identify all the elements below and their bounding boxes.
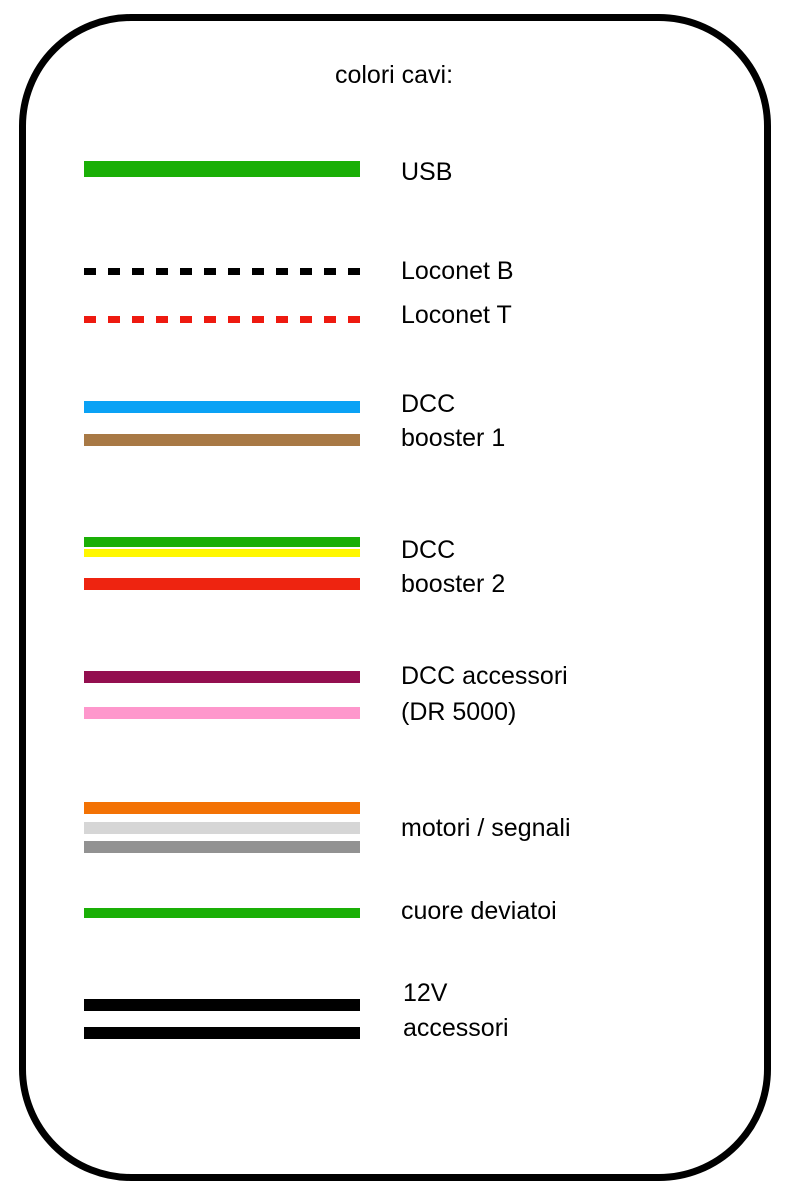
dcc-booster-2-label-line2: booster 2 [401,570,506,598]
12v-accessori-label-line2: accessori [403,1014,509,1042]
motori-segnali-grey-swatch [84,841,360,853]
12v-accessori-label-line1: 12V [403,979,448,1007]
motori-segnali-label: motori / segnali [401,814,571,842]
dcc-booster-1-brown-swatch [84,434,360,446]
usb-label: USB [401,158,453,186]
loconet-t-cable-swatch [84,316,362,323]
dcc-booster-1-label-line1: DCC [401,390,456,418]
loconet-b-label: Loconet B [401,257,514,285]
legend-card [19,14,771,1181]
dcc-booster-1-blue-swatch [84,401,360,413]
loconet-b-cable-swatch [84,268,362,275]
loconet-t-label: Loconet T [401,301,512,329]
legend-title: colori cavi: [334,61,454,89]
cuore-deviatoi-swatch [84,908,360,918]
motori-segnali-orange-swatch [84,802,360,814]
dcc-booster-2-red-swatch [84,578,360,590]
dcc-booster-1-label-line2: booster 1 [401,424,506,452]
12v-accessori-swatch-2 [84,1027,360,1039]
usb-cable-swatch [84,161,360,177]
dcc-accessori-purple-swatch [84,671,360,683]
dcc-accessori-label-line1: DCC accessori [401,662,568,690]
dcc-accessori-pink-swatch [84,707,360,719]
dcc-accessori-label-line2: (DR 5000) [401,698,517,726]
dcc-booster-2-label-line1: DCC [401,536,456,564]
motori-segnali-lightgrey-swatch [84,822,360,834]
dcc-booster-2-yellow-swatch [84,549,360,557]
dcc-booster-2-green-swatch [84,537,360,547]
cuore-deviatoi-label: cuore deviatoi [401,897,557,925]
12v-accessori-swatch-1 [84,999,360,1011]
